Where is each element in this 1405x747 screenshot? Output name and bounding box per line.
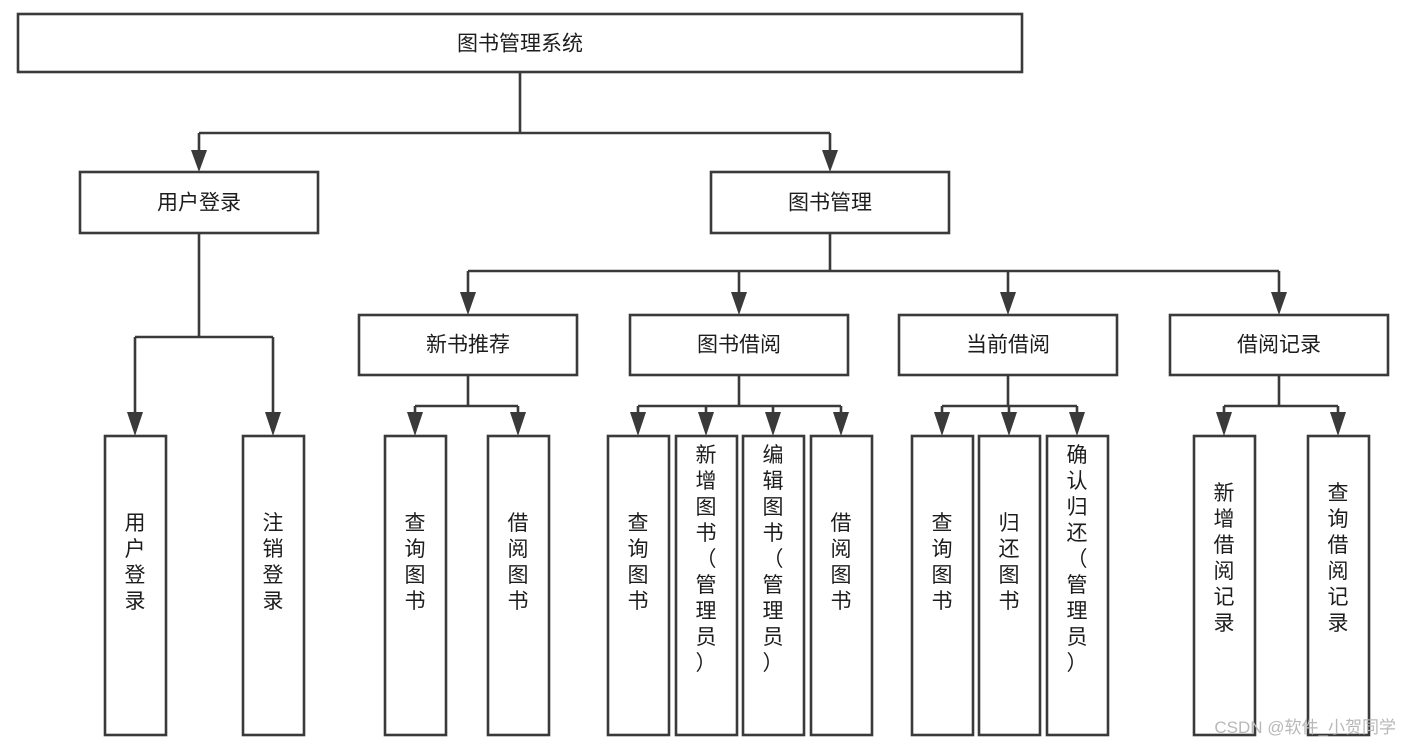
leaf-cb-confirm-return[interactable]: 确认归还（管理员） xyxy=(1045,434,1110,737)
node-borrow-records-label: 借阅记录 xyxy=(1237,334,1321,357)
leaf-bb-query-book-box[interactable] xyxy=(606,434,671,737)
leaf-bb-query-book[interactable]: 查询图书 xyxy=(606,434,671,737)
leaf-cb-return-book[interactable]: 归还图书 xyxy=(977,434,1042,737)
arrow-bb-c2 xyxy=(698,412,714,436)
arrow-br-c2 xyxy=(1330,412,1346,436)
leaf-cb-return-book-label: 归还图书 xyxy=(999,512,1020,613)
node-current-borrow-box[interactable] xyxy=(897,313,1119,377)
arrow-bb-c3 xyxy=(765,412,781,436)
node-new-book-recommend-box[interactable] xyxy=(357,313,579,377)
node-user-login-label: 用户登录 xyxy=(157,192,241,215)
leaf-cb-query-book-label: 查询图书 xyxy=(932,512,953,613)
leaf-bb-borrow-book-label: 借阅图书 xyxy=(831,512,852,613)
arrow-cb-c3 xyxy=(1069,412,1085,436)
arrow-cb-c1 xyxy=(934,412,950,436)
node-root-label: 图书管理系统 xyxy=(457,33,583,56)
arrow-ul-c2 xyxy=(265,412,281,436)
leaf-bb-edit-book-box[interactable] xyxy=(741,434,806,737)
arrow-bm-c3 xyxy=(1000,292,1016,315)
arrow-bm-c4 xyxy=(1271,292,1287,315)
leaf-user-login-login[interactable]: 用户登录 xyxy=(103,434,168,737)
csdn-watermark: CSDN @软件_小贺同学 xyxy=(1214,718,1396,737)
node-root-box[interactable] xyxy=(16,12,1024,74)
leaf-bb-edit-book-label: 编辑图书（管理员） xyxy=(763,444,784,675)
leaf-br-add-record-box[interactable] xyxy=(1192,434,1257,737)
arrow-bb-c4 xyxy=(833,412,849,436)
node-current-borrow[interactable]: 当前借阅 xyxy=(897,313,1119,377)
leaf-cb-confirm-return-box[interactable] xyxy=(1045,434,1110,737)
leaf-nbr-borrow-book-box[interactable] xyxy=(486,434,551,737)
leaf-bb-add-book-label: 新增图书（管理员） xyxy=(696,444,717,675)
node-book-borrow-label: 图书借阅 xyxy=(697,334,781,357)
leaf-br-query-record[interactable]: 查询借阅记录 xyxy=(1306,434,1371,737)
arrow-nbr-c2 xyxy=(510,412,526,436)
arrow-ul-c1 xyxy=(127,412,143,436)
arrow-bm-c1 xyxy=(460,292,476,315)
leaf-user-login-logout-box[interactable] xyxy=(241,434,306,737)
leaf-bb-query-book-label: 查询图书 xyxy=(628,512,649,613)
arrow-bm-c2 xyxy=(731,292,747,315)
arrow-bb-c1 xyxy=(630,412,646,436)
leaf-cb-query-book-box[interactable] xyxy=(910,434,975,737)
leaf-user-login-logout[interactable]: 注销登录 xyxy=(241,434,306,737)
node-root[interactable]: 图书管理系统 xyxy=(16,12,1024,74)
leaf-nbr-query-book[interactable]: 查询图书 xyxy=(383,434,448,737)
arrow-cb-c2 xyxy=(1001,412,1017,436)
leaf-user-login-login-label: 用户登录 xyxy=(125,512,146,613)
leaf-bb-add-book[interactable]: 新增图书（管理员） xyxy=(674,434,739,737)
node-book-management-box[interactable] xyxy=(709,170,951,235)
arrow-book-mgmt xyxy=(822,150,838,172)
leaf-nbr-query-book-box[interactable] xyxy=(383,434,448,737)
leaf-cb-query-book[interactable]: 查询图书 xyxy=(910,434,975,737)
leaf-user-login-login-box[interactable] xyxy=(103,434,168,737)
leaf-br-add-record-label: 新增借阅记录 xyxy=(1214,482,1235,635)
arrow-nbr-c1 xyxy=(407,412,423,436)
leaf-bb-edit-book[interactable]: 编辑图书（管理员） xyxy=(741,434,806,737)
node-borrow-records[interactable]: 借阅记录 xyxy=(1168,313,1390,377)
node-book-borrow[interactable]: 图书借阅 xyxy=(628,313,850,377)
leaf-bb-borrow-book[interactable]: 借阅图书 xyxy=(809,434,874,737)
node-book-management[interactable]: 图书管理 xyxy=(709,170,951,235)
leaf-user-login-logout-label: 注销登录 xyxy=(263,512,284,613)
leaf-nbr-borrow-book[interactable]: 借阅图书 xyxy=(486,434,551,737)
node-book-borrow-box[interactable] xyxy=(628,313,850,377)
node-current-borrow-label: 当前借阅 xyxy=(966,334,1050,357)
leaf-bb-add-book-box[interactable] xyxy=(674,434,739,737)
leaf-br-query-record-label: 查询借阅记录 xyxy=(1328,482,1349,635)
node-book-management-label: 图书管理 xyxy=(788,192,872,215)
leaf-nbr-borrow-book-label: 借阅图书 xyxy=(508,512,529,613)
leaf-br-add-record[interactable]: 新增借阅记录 xyxy=(1192,434,1257,737)
node-new-book-recommend[interactable]: 新书推荐 xyxy=(357,313,579,377)
leaf-br-query-record-box[interactable] xyxy=(1306,434,1371,737)
leaf-cb-confirm-return-label: 确认归还（管理员） xyxy=(1067,444,1088,675)
connector-group xyxy=(127,72,1346,436)
leaf-cb-return-book-box[interactable] xyxy=(977,434,1042,737)
arrow-user-login xyxy=(191,150,207,172)
node-borrow-records-box[interactable] xyxy=(1168,313,1390,377)
node-new-book-recommend-label: 新书推荐 xyxy=(426,334,510,357)
arrow-br-c1 xyxy=(1216,412,1232,436)
leaf-bb-borrow-book-box[interactable] xyxy=(809,434,874,737)
node-user-login-box[interactable] xyxy=(78,170,320,235)
node-user-login[interactable]: 用户登录 xyxy=(78,170,320,235)
leaf-nbr-query-book-label: 查询图书 xyxy=(405,512,426,613)
